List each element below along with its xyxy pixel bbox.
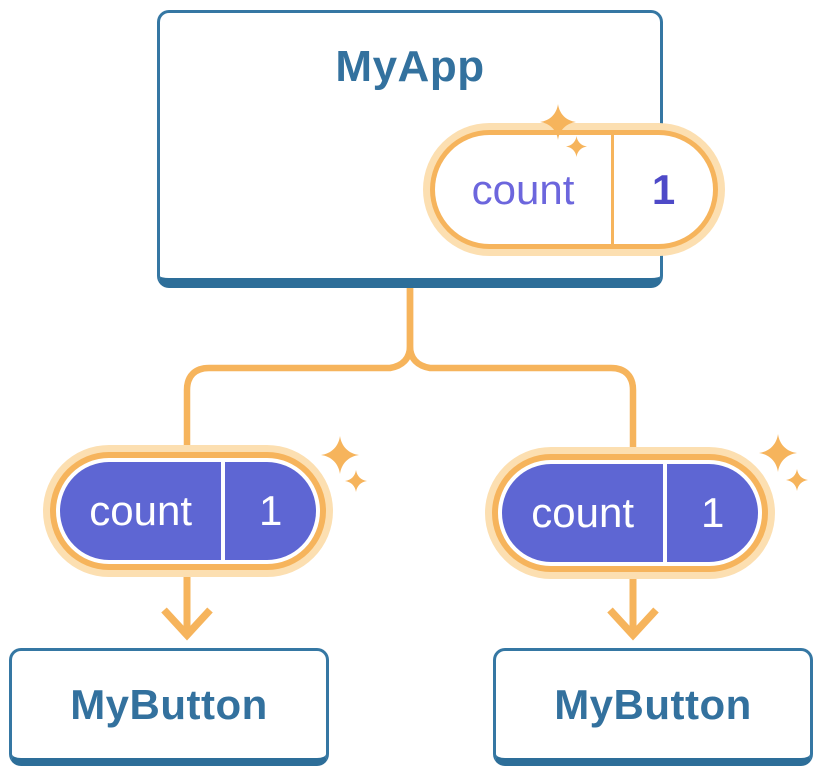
pill-divider xyxy=(221,462,226,560)
pill-glow-ring: count 1 xyxy=(485,447,775,579)
pill-glow-ring: count 1 xyxy=(43,445,333,577)
prop-value: 1 xyxy=(701,489,725,536)
sparkle-icon xyxy=(540,104,576,140)
leaf-component-title: MyButton xyxy=(70,680,268,728)
branch-line-left xyxy=(183,288,414,447)
prop-name: count xyxy=(531,489,635,536)
prop-pill-left: count 1 xyxy=(43,445,333,577)
pill-body: count 1 xyxy=(502,464,758,562)
sparkle-small-icon xyxy=(786,469,808,491)
branch-line-right xyxy=(406,288,637,450)
prop-name: count xyxy=(89,487,193,534)
mybutton-card-right: MyButton xyxy=(493,648,813,766)
arrow-head-right xyxy=(607,607,659,641)
pill-white-gap: count 1 xyxy=(498,460,762,566)
state-name: count xyxy=(471,165,575,213)
prop-value: 1 xyxy=(259,487,283,534)
pill-orange-ring: count 1 xyxy=(492,454,768,572)
pill-white-gap: count 1 xyxy=(56,458,320,564)
pill-body: count 1 xyxy=(60,462,316,560)
arrow-head-left xyxy=(161,607,213,641)
sparkle-icon xyxy=(321,436,359,474)
pill-divider xyxy=(663,464,668,562)
prop-pill-right: count 1 xyxy=(485,447,775,579)
pill-divider xyxy=(611,135,615,244)
state-value: 1 xyxy=(651,165,676,213)
leaf-component-title: MyButton xyxy=(554,680,752,728)
sparkle-icon xyxy=(759,434,797,472)
mybutton-card-left: MyButton xyxy=(9,648,329,766)
sparkle-small-icon xyxy=(345,470,367,492)
pill-body: count 1 xyxy=(435,135,713,244)
root-component-title: MyApp xyxy=(335,42,485,91)
pill-orange-ring: count 1 xyxy=(50,452,326,570)
myapp-card: MyApp count 1 xyxy=(157,10,725,288)
sparkle-small-icon xyxy=(566,136,587,157)
